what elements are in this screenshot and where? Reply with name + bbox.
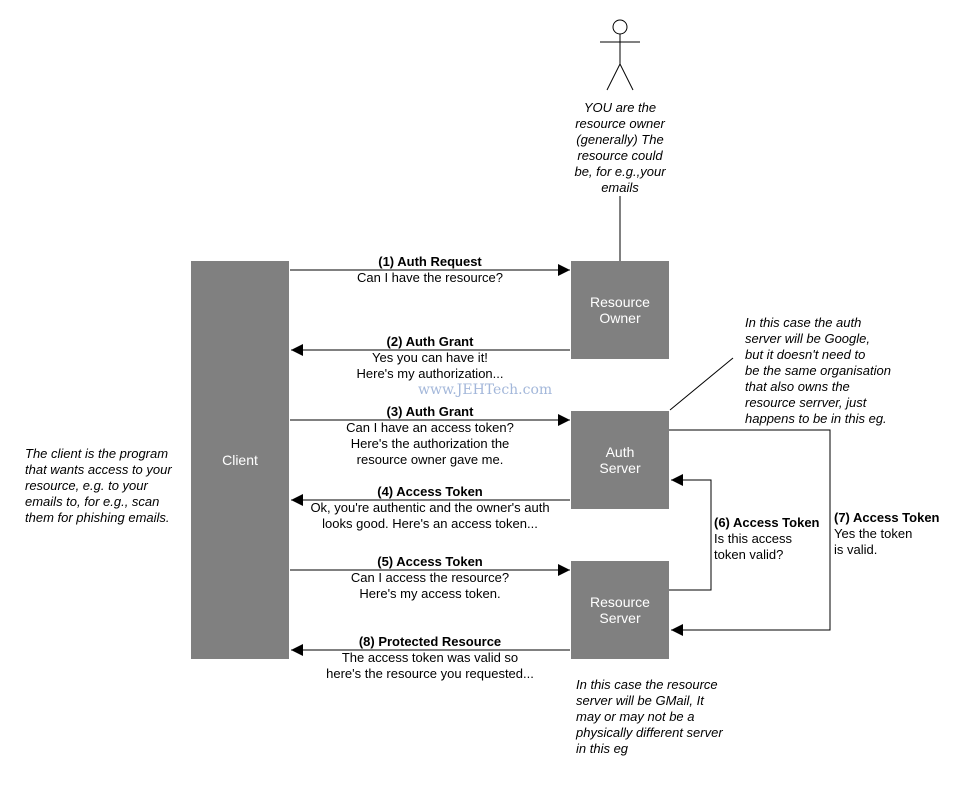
message-3-line2: Here's the authorization the [350,436,510,451]
owner-note-line4: resource could [577,148,663,163]
message-4-line1: Ok, you're authentic and the owner's aut… [310,500,550,515]
owner-note-line1: YOU are the [583,100,657,115]
message-8-label: (8) Protected Resource The access token … [310,634,550,682]
client-note-line1: The client is the program [25,446,169,461]
owner-note-line2: resource owner [575,116,665,131]
message-5-title: (5) Access Token [377,554,483,569]
auth-note-line5: that also owns the [745,379,850,394]
message-2-title: (2) Auth Grant [386,334,474,349]
arrow-6 [669,474,712,591]
message-1-title: (1) Auth Request [378,254,482,269]
message-1-label: (1) Auth Request Can I have the resource… [330,254,530,286]
auth-note-line1: In this case the auth [745,315,862,330]
resource-owner-figure [600,19,640,91]
resource-note-line3: may or may not be a [576,709,695,724]
auth-note-line2: server will be Google, [745,331,870,346]
resource-server-label-line1: Resource [590,594,650,610]
owner-note-line6: emails [601,180,639,195]
message-5-line2: Here's my access token. [359,586,501,601]
resource-server-note: In this case the resource server will be… [576,677,723,757]
client-note-line5: them for phishing emails. [25,510,170,525]
client-label: Client [222,452,258,468]
auth-note-line4: be the same organisation [745,363,891,378]
message-4-title: (4) Access Token [377,484,483,499]
client-box: Client [191,261,289,659]
auth-server-label-line2: Server [599,460,641,476]
message-8-line1: The access token was valid so [341,650,519,665]
message-6-label: (6) Access Token Is this access token va… [714,515,820,563]
auth-note: In this case the auth server will be Goo… [745,315,891,427]
message-3-title: (3) Auth Grant [386,404,474,419]
message-1-line1: Can I have the resource? [357,270,503,285]
resource-owner-box: Resource Owner [571,261,669,359]
client-note-line4: emails to, for e.g., scan [25,494,160,509]
resource-server-box: Resource Server [571,561,669,659]
auth-server-label-line1: Auth [605,444,635,460]
arrow-7 [669,429,831,636]
owner-note-line5: be, for e.g.,your [574,164,666,179]
message-7-label: (7) Access Token Yes the token is valid. [834,510,940,558]
auth-note-line [669,357,734,411]
resource-note-line4: physically different server [576,725,723,740]
message-3-line1: Can I have an access token? [346,420,514,435]
message-6-title: (6) Access Token [714,515,820,530]
message-6-line2: token valid? [714,547,784,562]
message-3-label: (3) Auth Grant Can I have an access toke… [330,404,530,468]
client-note-line3: resource, e.g. to your [25,478,148,493]
message-7-line2: is valid. [834,542,878,557]
auth-note-line6: resource serrver, just [745,395,867,410]
owner-note-line3: (generally) The [576,132,664,147]
message-8-line2: here's the resource you requested... [326,666,534,681]
auth-server-box: Auth Server [571,411,669,509]
auth-note-line7: happens to be in this eg. [745,411,887,426]
message-8-title: (8) Protected Resource [358,634,502,649]
message-2-line1: Yes you can have it! [372,350,488,365]
client-note: The client is the program that wants acc… [25,446,172,526]
client-note-line2: that wants access to your [25,462,172,477]
resource-note-line1: In this case the resource [576,677,718,692]
message-5-line1: Can I access the resource? [350,570,510,585]
resource-note-line5: in this eg [576,741,629,756]
resource-owner-label-line2: Owner [599,310,641,326]
resource-server-label-line2: Server [599,610,641,626]
message-6-line1: Is this access [714,531,793,546]
message-5-label: (5) Access Token Can I access the resour… [330,554,530,602]
message-7-title: (7) Access Token [834,510,940,525]
message-3-line3: resource owner gave me. [356,452,504,467]
auth-note-line3: but it doesn't need to [745,347,866,362]
message-2-label: (2) Auth Grant Yes you can have it! Here… [330,334,530,382]
owner-note: YOU are the resource owner (generally) T… [560,100,680,196]
resource-note-line2: server will be GMail, It [576,693,704,708]
message-7-line1: Yes the token [834,526,913,541]
message-2-line2: Here's my authorization... [356,366,504,381]
resource-owner-label-line1: Resource [590,294,650,310]
message-4-label: (4) Access Token Ok, you're authentic an… [290,484,570,532]
watermark: www.JEHTech.com [418,382,553,398]
message-4-line2: looks good. Here's an access token... [322,516,538,531]
